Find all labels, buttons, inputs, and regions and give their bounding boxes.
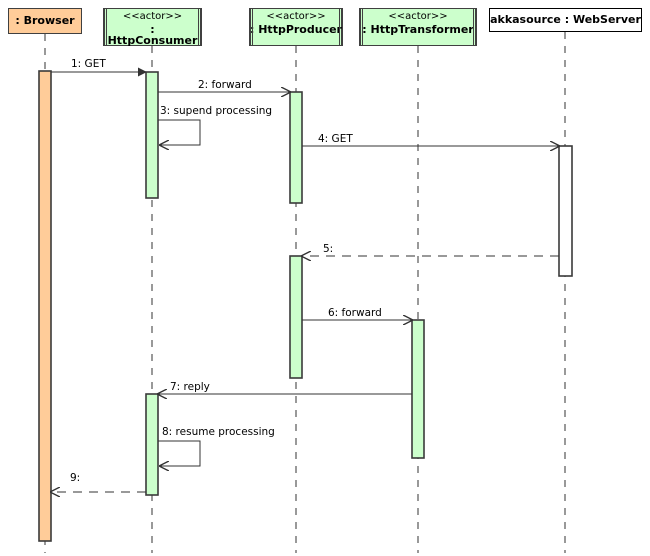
participant-name-httpproducer: : HttpProducer [250, 22, 342, 36]
participant-name-browser: : Browser [15, 14, 75, 27]
message-label-2: 2: forward [198, 79, 252, 91]
message-arrow-8[interactable] [158, 440, 201, 466]
participant-name-httpconsumer: : HttpConsumer [107, 22, 198, 48]
activation-bar-browser-0[interactable] [38, 70, 52, 542]
participant-stereotype-httpconsumer: <<actor>> [122, 11, 183, 22]
activation-bar-httpconsumer-1[interactable] [145, 71, 159, 199]
message-label-1: 1: GET [71, 58, 106, 70]
lifelines-layer [44, 32, 566, 553]
participant-header-httpconsumer[interactable]: <<actor>>: HttpConsumer [103, 8, 202, 46]
message-arrow-3[interactable] [158, 119, 201, 145]
message-label-4: 4: GET [318, 133, 353, 145]
activation-bar-httptransformer-5[interactable] [411, 319, 425, 459]
participant-stereotype-httptransformer: <<actor>> [388, 11, 448, 22]
participant-name-httptransformer: : HttpTransformer [362, 22, 474, 36]
message-label-5: 5: [323, 243, 334, 255]
participant-header-browser[interactable]: : Browser [8, 8, 82, 34]
activation-bar-httpproducer-2[interactable] [289, 91, 303, 204]
activations-layer [38, 70, 573, 542]
message-label-7: 7: reply [170, 381, 210, 393]
participant-stereotype-httpproducer: <<actor>> [266, 11, 326, 22]
activation-bar-httpconsumer-6[interactable] [145, 393, 159, 496]
messages-layer [51, 67, 559, 492]
message-label-3: 3: supend processing [160, 105, 273, 117]
message-label-8: 8: resume processing [162, 426, 275, 438]
participant-header-httpproducer[interactable]: <<actor>>: HttpProducer [249, 8, 343, 46]
message-label-6: 6: forward [328, 307, 382, 319]
message-label-9: 9: [70, 472, 81, 484]
activation-bar-httpproducer-4[interactable] [289, 255, 303, 379]
participant-header-httptransformer[interactable]: <<actor>>: HttpTransformer [359, 8, 477, 46]
participant-header-webserver[interactable]: akkasource : WebServer [489, 8, 642, 32]
activation-bar-webserver-3[interactable] [558, 145, 573, 277]
participant-name-webserver: akkasource : WebServer [490, 13, 641, 26]
